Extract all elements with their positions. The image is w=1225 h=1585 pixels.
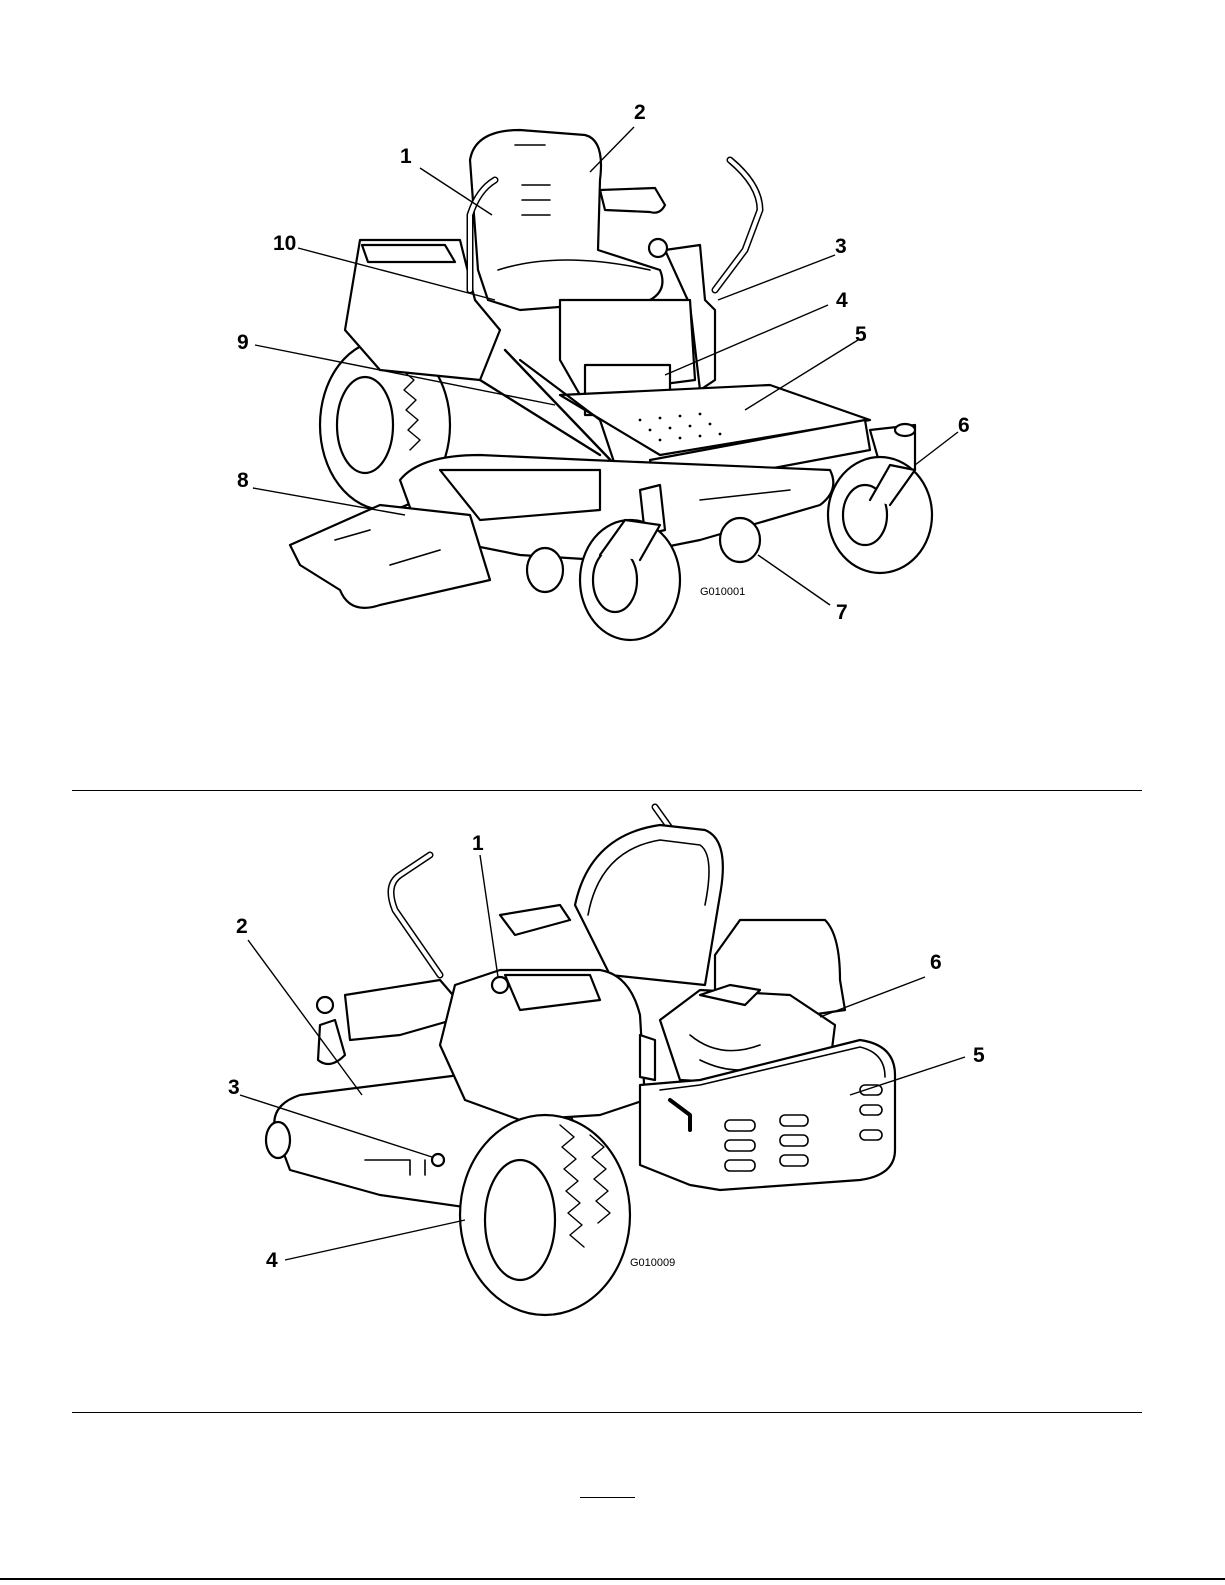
figure-divider-bottom — [72, 1412, 1142, 1413]
callout-7: 7 — [836, 602, 848, 623]
callout-3: 3 — [228, 1077, 240, 1098]
callout-5: 5 — [973, 1045, 985, 1066]
figure-divider-top — [72, 790, 1142, 791]
callout-1: 1 — [400, 146, 412, 167]
callout-5: 5 — [855, 324, 867, 345]
page-number-underline — [580, 1497, 635, 1498]
callout-9: 9 — [237, 332, 249, 353]
figure-code: G010001 — [700, 587, 745, 598]
callout-leaders-rear — [0, 795, 1225, 1415]
callout-10: 10 — [273, 233, 296, 254]
callout-3: 3 — [835, 236, 847, 257]
callout-2: 2 — [236, 916, 248, 937]
callout-6: 6 — [930, 952, 942, 973]
figure-rear-view: 1 2 3 4 5 6 G010009 — [0, 795, 1225, 1415]
callout-2: 2 — [634, 102, 646, 123]
callout-1: 1 — [472, 833, 484, 854]
callout-4: 4 — [836, 290, 848, 311]
figure-front-view: 1 2 3 4 5 6 7 8 9 10 G010001 — [0, 0, 1225, 790]
callout-6: 6 — [958, 415, 970, 436]
callout-8: 8 — [237, 470, 249, 491]
page-bottom-edge — [0, 1578, 1225, 1580]
callout-leaders-front — [0, 0, 1225, 790]
figure-code: G010009 — [630, 1258, 675, 1269]
callout-4: 4 — [266, 1250, 278, 1271]
